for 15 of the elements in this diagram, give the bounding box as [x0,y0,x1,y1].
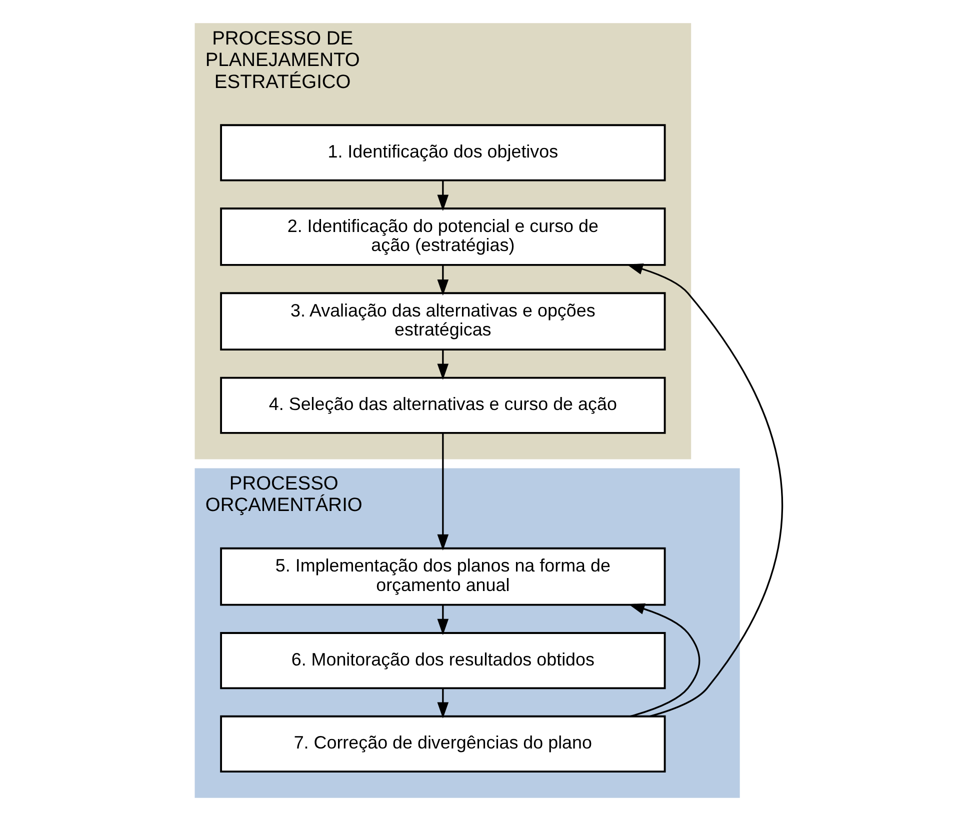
node-box: 7. Correção de divergências do plano [220,715,666,772]
arrow [628,603,700,718]
node-box: 2. Identificação do potencial e curso de ação (estratégias) [220,208,666,266]
arrow [437,180,449,211]
node-box: 6. Monitoração dos resultados obtidos [220,632,666,690]
node-box: 3. Avaliação das alternativas e opções estratégicas [220,292,666,351]
arrow [626,264,783,718]
node-box: 5. Implementação dos planos na forma de orçamento anual [220,547,666,606]
arrow [437,265,449,296]
arrow [437,433,449,551]
node-box: 1. Identificação dos objetivos [220,124,666,182]
arrow [437,688,449,718]
arrow [437,350,449,380]
arrow [437,604,449,636]
node-box: 4. Seleção das alternativas e curso de ação [220,376,666,434]
